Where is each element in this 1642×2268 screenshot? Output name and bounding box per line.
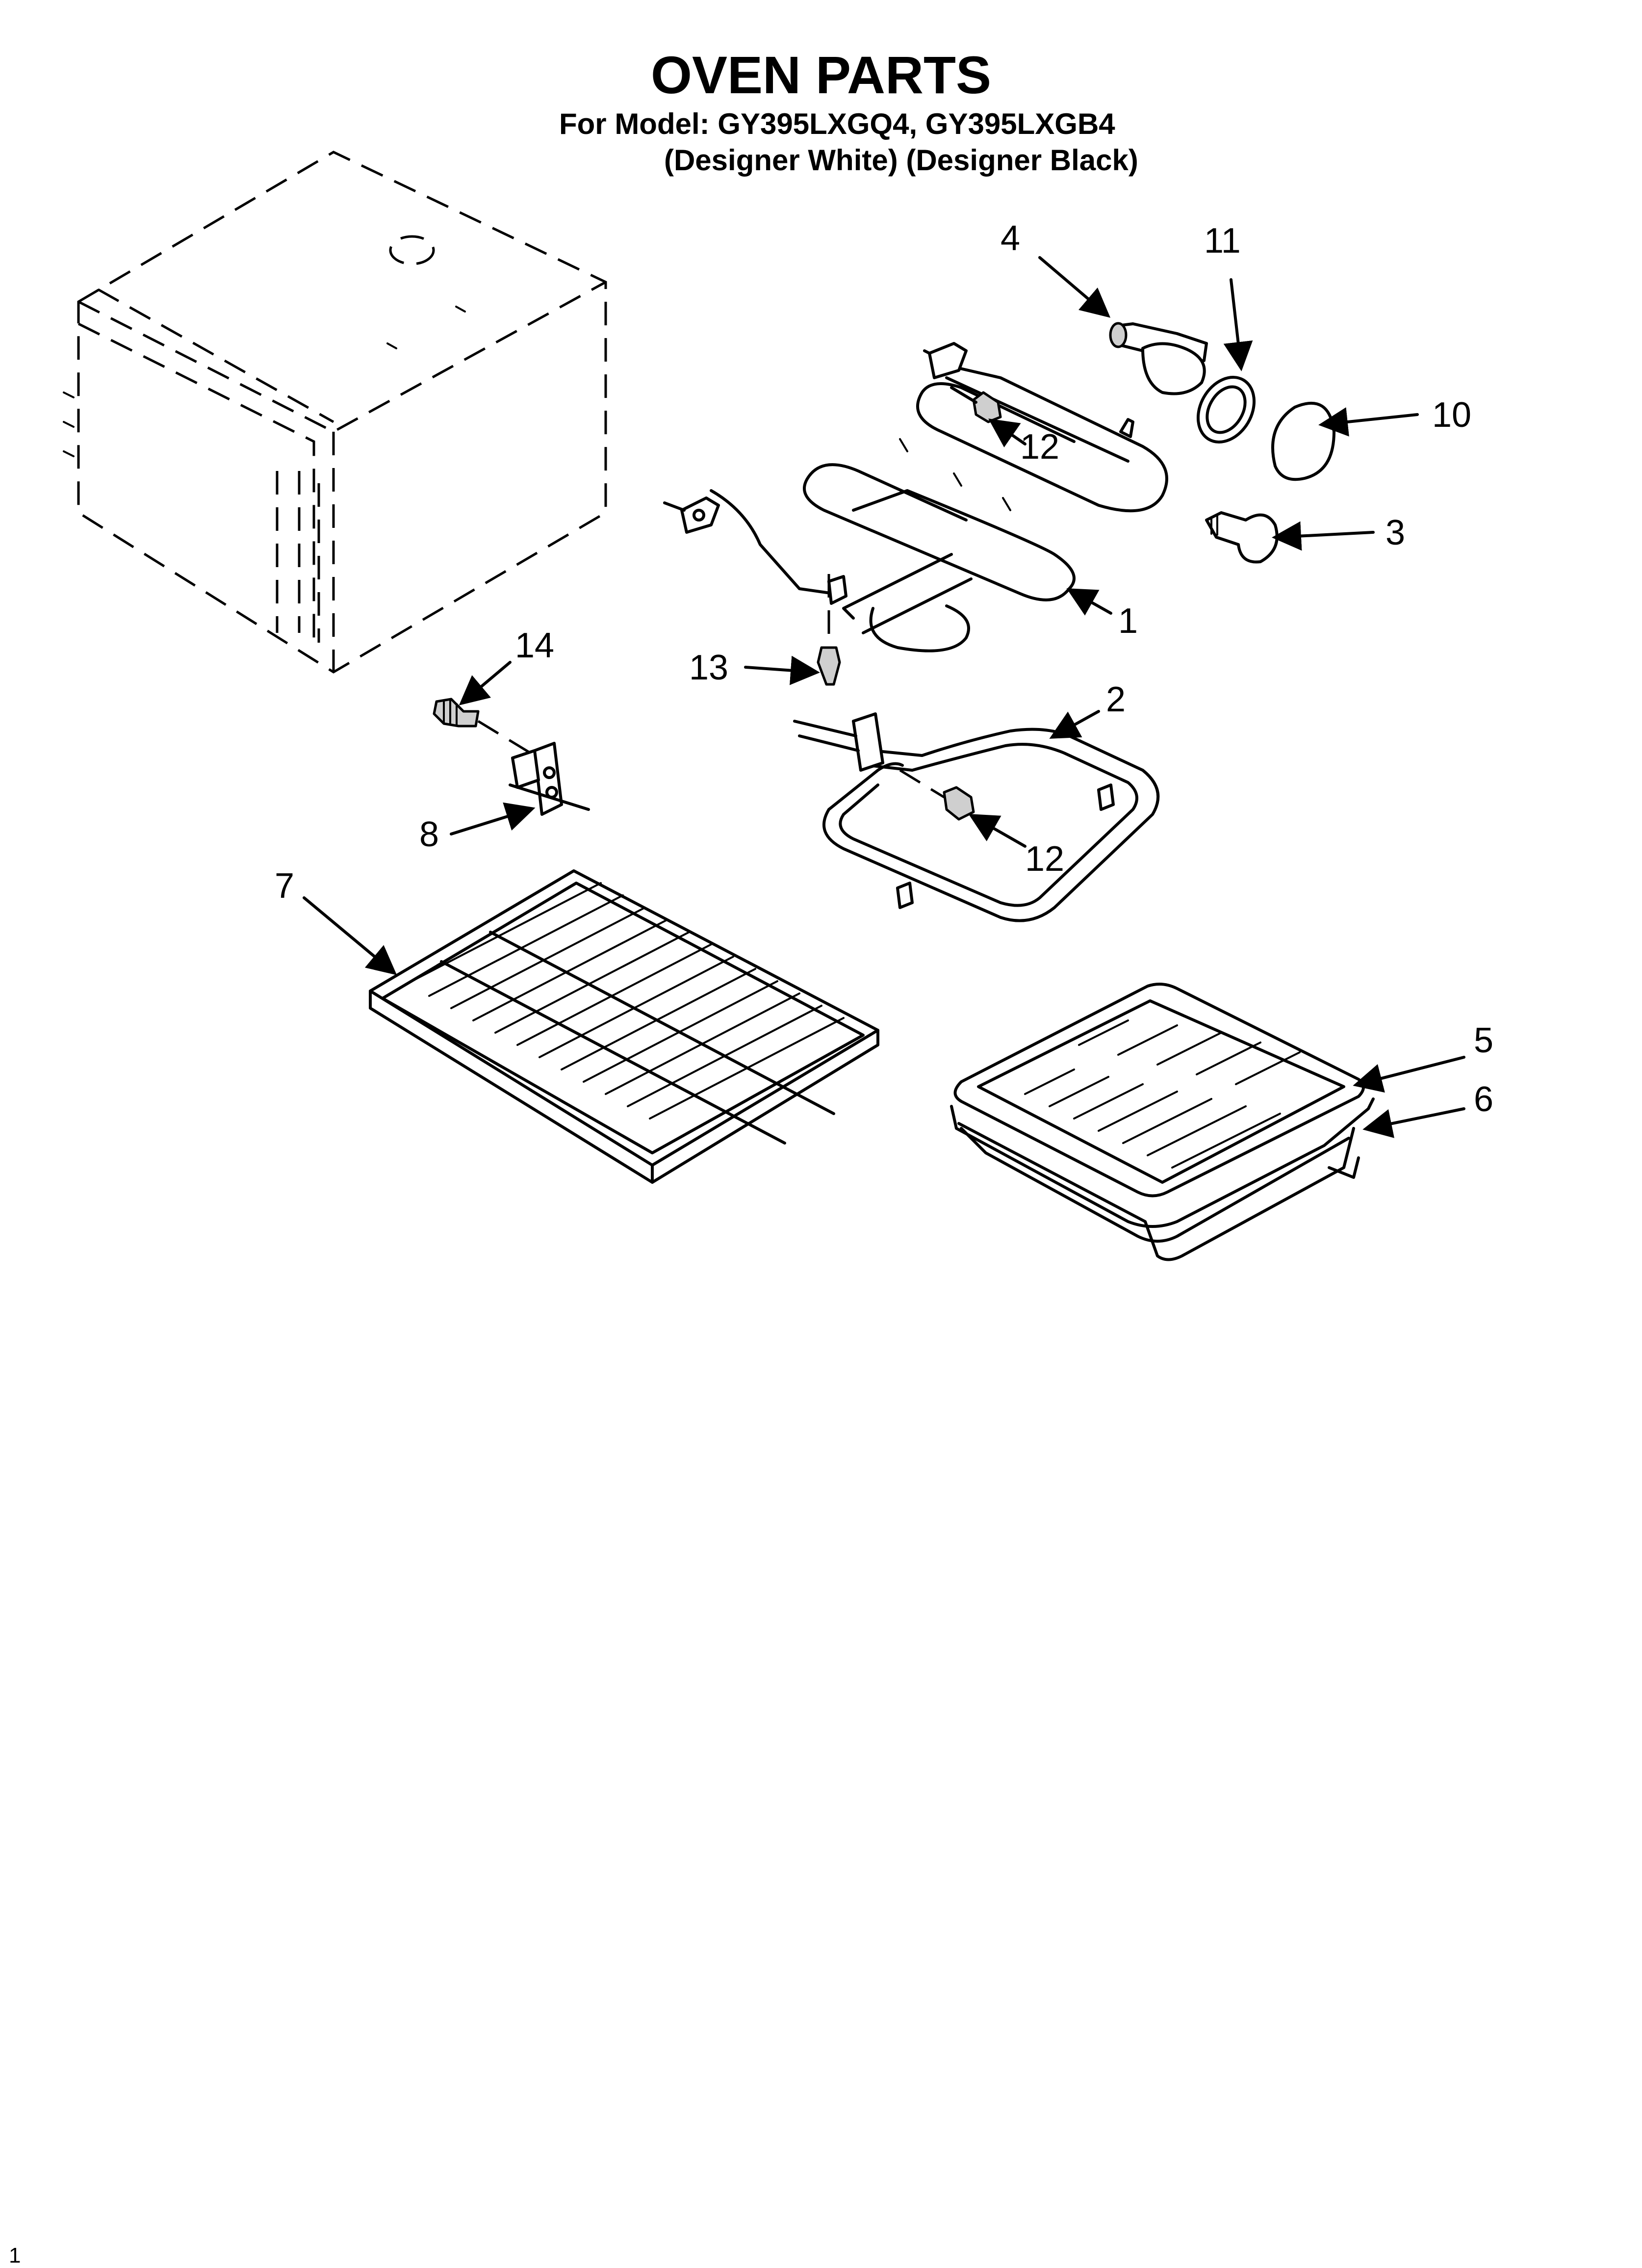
variants-line: (Designer White) (Designer Black) xyxy=(664,144,1138,177)
light-lens xyxy=(1271,401,1335,481)
sensor-screw xyxy=(433,698,536,757)
light-bulb xyxy=(1205,511,1279,564)
callout-10: 10 xyxy=(1432,395,1471,435)
gasket-ring xyxy=(1196,376,1256,443)
callout-14: 14 xyxy=(515,626,554,665)
callout-13: 13 xyxy=(689,648,728,687)
callout-7: 7 xyxy=(275,866,294,906)
page-title: OVEN PARTS xyxy=(650,45,992,104)
callout-3: 3 xyxy=(1385,513,1405,552)
element-screw-upper xyxy=(950,386,1002,423)
oven-cavity-outline xyxy=(63,151,607,674)
callout-11: 11 xyxy=(1204,221,1241,261)
light-socket-housing xyxy=(1109,322,1208,395)
oven-rack xyxy=(369,869,879,1184)
callout-12-lower: 12 xyxy=(1025,839,1064,879)
callout-4: 4 xyxy=(1001,219,1020,258)
bake-element xyxy=(793,712,1160,922)
broiler-pan xyxy=(950,1097,1375,1261)
broiler-pan-grid xyxy=(953,983,1365,1198)
oven-sensor xyxy=(509,742,590,816)
broil-element xyxy=(663,342,1168,652)
callout-6: 6 xyxy=(1474,1080,1493,1119)
callout-5: 5 xyxy=(1474,1021,1493,1060)
model-line: For Model: GY395LXGQ4, GY395LXGB4 xyxy=(559,107,1115,140)
callout-12-upper: 12 xyxy=(1020,427,1059,467)
callout-2: 2 xyxy=(1106,680,1126,719)
element-screw-lower xyxy=(899,769,975,821)
callout-1: 1 xyxy=(1118,601,1138,641)
leader-lines xyxy=(303,256,1465,1138)
callout-8: 8 xyxy=(419,815,439,854)
page-mark: 1 xyxy=(9,2243,21,2268)
